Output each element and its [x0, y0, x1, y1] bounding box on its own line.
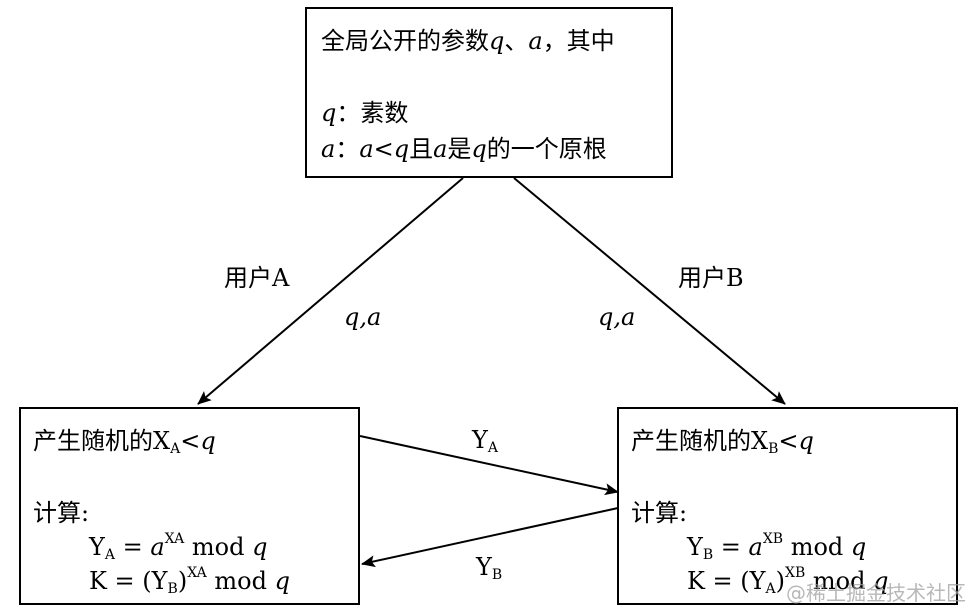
watermark: @稀土掘金技术社区	[786, 581, 966, 605]
left-params-label: q,a	[344, 303, 382, 331]
user-a-random-line: 产生随机的XA<q	[33, 427, 216, 457]
user-b-box: 产生随机的XB<q 计算: YB = aXB mod q K = (YA)XB …	[617, 407, 958, 605]
right-params-label: q,a	[598, 303, 636, 331]
public-params-box: 全局公开的参数q、a，其中 q：素数 a：a<q且a是q的一个原根	[305, 7, 673, 178]
ya-arrow-label: YA	[472, 426, 498, 456]
user-b-random-line: 产生随机的XB<q	[631, 427, 814, 457]
a-definition: a：a<q且a是q的一个原根	[321, 135, 607, 163]
user-b-public-key-eq: YB = aXB mod q	[687, 531, 867, 563]
user-b-calc-label: 计算:	[631, 499, 688, 527]
public-params-title: 全局公开的参数q、a，其中	[321, 27, 615, 55]
user-b-shared-key-eq: K = (YA)XB mod q	[687, 565, 889, 597]
arrow-top-to-right	[513, 177, 786, 405]
user-a-shared-key-eq: K = (YB)XA mod q	[89, 565, 290, 597]
yb-arrow-label: YB	[476, 553, 503, 583]
user-b-label: 用户B	[678, 264, 744, 292]
user-a-public-key-eq: YA = aXA mod q	[89, 531, 268, 563]
user-a-calc-label: 计算:	[33, 499, 90, 527]
q-definition: q：素数	[321, 99, 409, 127]
user-a-label: 用户A	[224, 264, 290, 292]
user-a-box: 产生随机的XA<q 计算: YA = aXA mod q K = (YB)XA …	[19, 407, 360, 605]
